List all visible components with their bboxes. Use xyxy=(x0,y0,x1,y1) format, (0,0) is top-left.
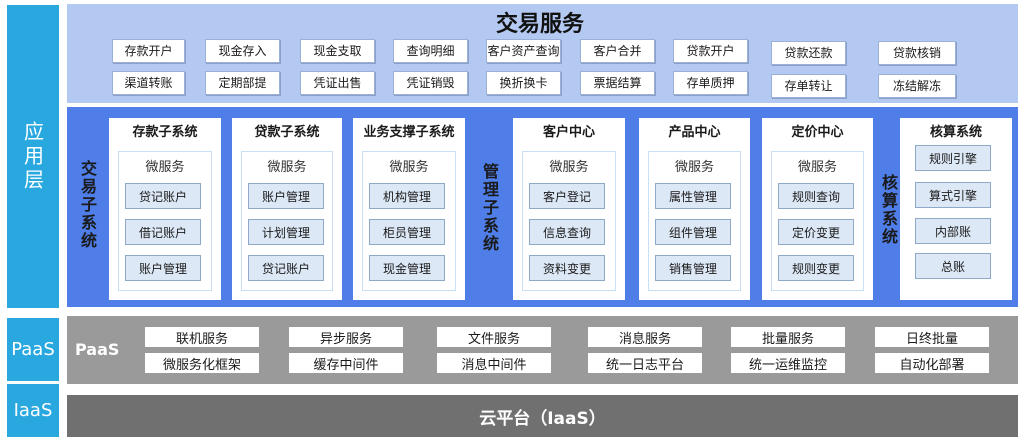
microservice-label: 微服务 xyxy=(549,160,589,175)
layer-label-iaas: IaaS xyxy=(7,384,59,437)
transaction-services-title: 交易服务 xyxy=(495,12,584,37)
subsystem-item-button[interactable]: 组件管理 xyxy=(655,219,731,245)
transaction-service-button[interactable]: 现金存入 xyxy=(205,39,280,63)
cloud-platform-iaas: 云平台（IaaS） xyxy=(67,395,1018,437)
subsystem-item-button[interactable]: 客户登记 xyxy=(529,183,605,209)
transaction-service-button[interactable]: 渠道转账 xyxy=(112,71,185,95)
trade-subsystem-label: 交易子系统 xyxy=(78,160,97,250)
subsystem-item-button[interactable]: 信息查询 xyxy=(529,219,605,245)
layer-label-paas: PaaS xyxy=(7,318,59,381)
subsystem-item-button[interactable]: 机构管理 xyxy=(369,183,445,209)
paas-service-button[interactable]: 统一运维监控 xyxy=(731,353,845,373)
paas-service-button[interactable]: 微服务化框架 xyxy=(145,353,259,373)
transaction-service-button[interactable]: 贷款还款 xyxy=(771,41,846,65)
transaction-service-button[interactable]: 票据结算 xyxy=(580,71,655,95)
subsystem-item-button[interactable]: 柜员管理 xyxy=(369,219,445,245)
subsystem-title: 贷款子系统 xyxy=(254,125,320,140)
paas-service-button[interactable]: 缓存中间件 xyxy=(289,353,403,373)
subsystem-item-button[interactable]: 账户管理 xyxy=(248,183,324,209)
paas-service-button[interactable]: 统一日志平台 xyxy=(588,353,702,373)
paas-service-button[interactable]: 自动化部署 xyxy=(875,353,989,373)
transaction-service-button[interactable]: 定期部提 xyxy=(205,71,280,95)
subsystem-title: 产品中心 xyxy=(668,125,721,140)
transaction-service-button[interactable]: 客户资产查询 xyxy=(486,39,561,63)
layer-label-app: 应用层 xyxy=(7,5,59,308)
subsystem-item-button[interactable]: 属性管理 xyxy=(655,183,731,209)
subsystem-item-button[interactable]: 计划管理 xyxy=(248,219,324,245)
transaction-service-button[interactable]: 客户合并 xyxy=(580,39,655,63)
subsystem-item-button[interactable]: 账户管理 xyxy=(125,255,201,281)
transaction-service-button[interactable]: 凭证出售 xyxy=(300,71,375,95)
paas-service-button[interactable]: 消息服务 xyxy=(588,327,702,347)
paas-service-button[interactable]: 联机服务 xyxy=(145,327,259,347)
microservice-label: 微服务 xyxy=(797,160,837,175)
subsystem-item-button[interactable]: 资料变更 xyxy=(529,255,605,281)
transaction-service-button[interactable]: 凭证销毁 xyxy=(393,71,468,95)
transaction-service-button[interactable]: 存款开户 xyxy=(112,39,185,63)
paas-service-button[interactable]: 异步服务 xyxy=(289,327,403,347)
paas-service-button[interactable]: 文件服务 xyxy=(437,327,551,347)
paas-service-button[interactable]: 消息中间件 xyxy=(437,353,551,373)
microservice-label: 微服务 xyxy=(389,160,429,175)
transaction-service-button[interactable]: 存单转让 xyxy=(771,74,846,98)
subsystem-item-button[interactable]: 算式引擎 xyxy=(915,182,991,208)
subsystem-item-button[interactable]: 销售管理 xyxy=(655,255,731,281)
subsystem-item-button[interactable]: 规则引擎 xyxy=(915,145,991,171)
paas-service-button[interactable]: 批量服务 xyxy=(731,327,845,347)
subsystem-item-button[interactable]: 规则查询 xyxy=(778,183,854,209)
subsystem-item-button[interactable]: 借记账户 xyxy=(125,219,201,245)
management-subsystem-label: 管理子系统 xyxy=(480,163,499,253)
microservice-label: 微服务 xyxy=(267,160,307,175)
subsystem-item-button[interactable]: 贷记账户 xyxy=(248,255,324,281)
subsystem-item-button[interactable]: 规则变更 xyxy=(778,255,854,281)
accounting-system-label: 核算系统 xyxy=(879,174,898,246)
subsystem-title: 客户中心 xyxy=(542,125,595,140)
transaction-service-button[interactable]: 现金支取 xyxy=(300,39,375,63)
subsystem-item-button[interactable]: 内部账 xyxy=(915,218,991,244)
subsystem-title: 业务支撑子系统 xyxy=(363,125,455,140)
subsystem-item-button[interactable]: 现金管理 xyxy=(369,255,445,281)
subsystem-title: 存款子系统 xyxy=(132,125,198,140)
microservice-label: 微服务 xyxy=(145,160,185,175)
microservice-label: 微服务 xyxy=(674,160,714,175)
transaction-service-button[interactable]: 换折换卡 xyxy=(486,71,561,95)
transaction-service-button[interactable]: 存单质押 xyxy=(673,71,748,95)
paas-service-button[interactable]: 日终批量 xyxy=(875,327,989,347)
subsystem-title: 定价中心 xyxy=(791,125,844,140)
transaction-service-button[interactable]: 查询明细 xyxy=(393,39,468,63)
transaction-service-button[interactable]: 贷款核销 xyxy=(878,41,956,65)
paas-inner-label: PaaS xyxy=(75,340,120,359)
transaction-service-button[interactable]: 贷款开户 xyxy=(673,39,748,63)
transaction-service-button[interactable]: 冻结解冻 xyxy=(878,74,956,98)
subsystem-item-button[interactable]: 总账 xyxy=(915,253,991,279)
subsystem-item-button[interactable]: 定价变更 xyxy=(778,219,854,245)
subsystem-title: 核算系统 xyxy=(929,125,982,140)
subsystem-item-button[interactable]: 贷记账户 xyxy=(125,183,201,209)
